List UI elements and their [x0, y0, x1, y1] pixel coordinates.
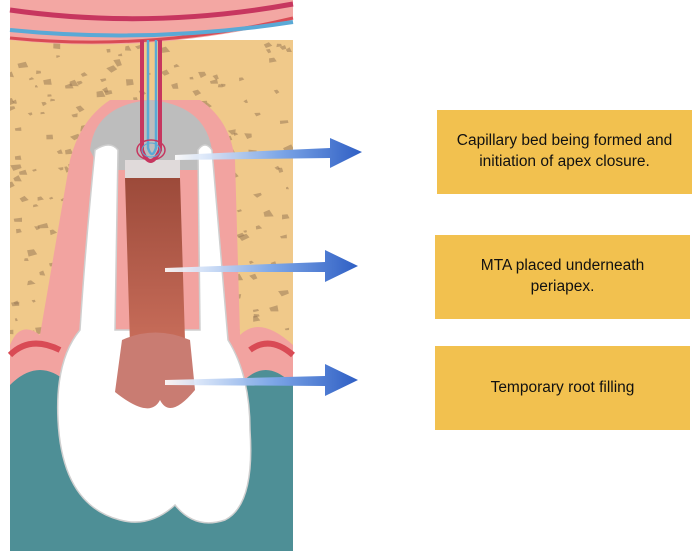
mta-layer: [90, 100, 212, 170]
label-temporary-root-filling-text: Temporary root filling: [490, 378, 635, 396]
upper-gum: [10, 0, 293, 45]
label-mta: MTA placed underneath periapex.: [435, 235, 690, 319]
label-capillary-bed: Capillary bed being formed and initiatio…: [437, 110, 692, 194]
pulp-chamber: [115, 332, 195, 409]
label-capillary-bed-text: Capillary bed being formed and initiatio…: [456, 132, 673, 170]
label-temporary-root-filling: Temporary root filling: [435, 346, 690, 430]
blood-vessel-red: [9, 1, 294, 22]
arrow-temporary-filling: [165, 364, 358, 396]
label-mta-text: MTA placed underneath periapex.: [480, 257, 645, 295]
blood-vessel-blue: [9, 20, 294, 38]
root-canal: [125, 178, 185, 345]
arrow-capillary: [175, 138, 362, 168]
arrow-mta: [165, 250, 358, 282]
